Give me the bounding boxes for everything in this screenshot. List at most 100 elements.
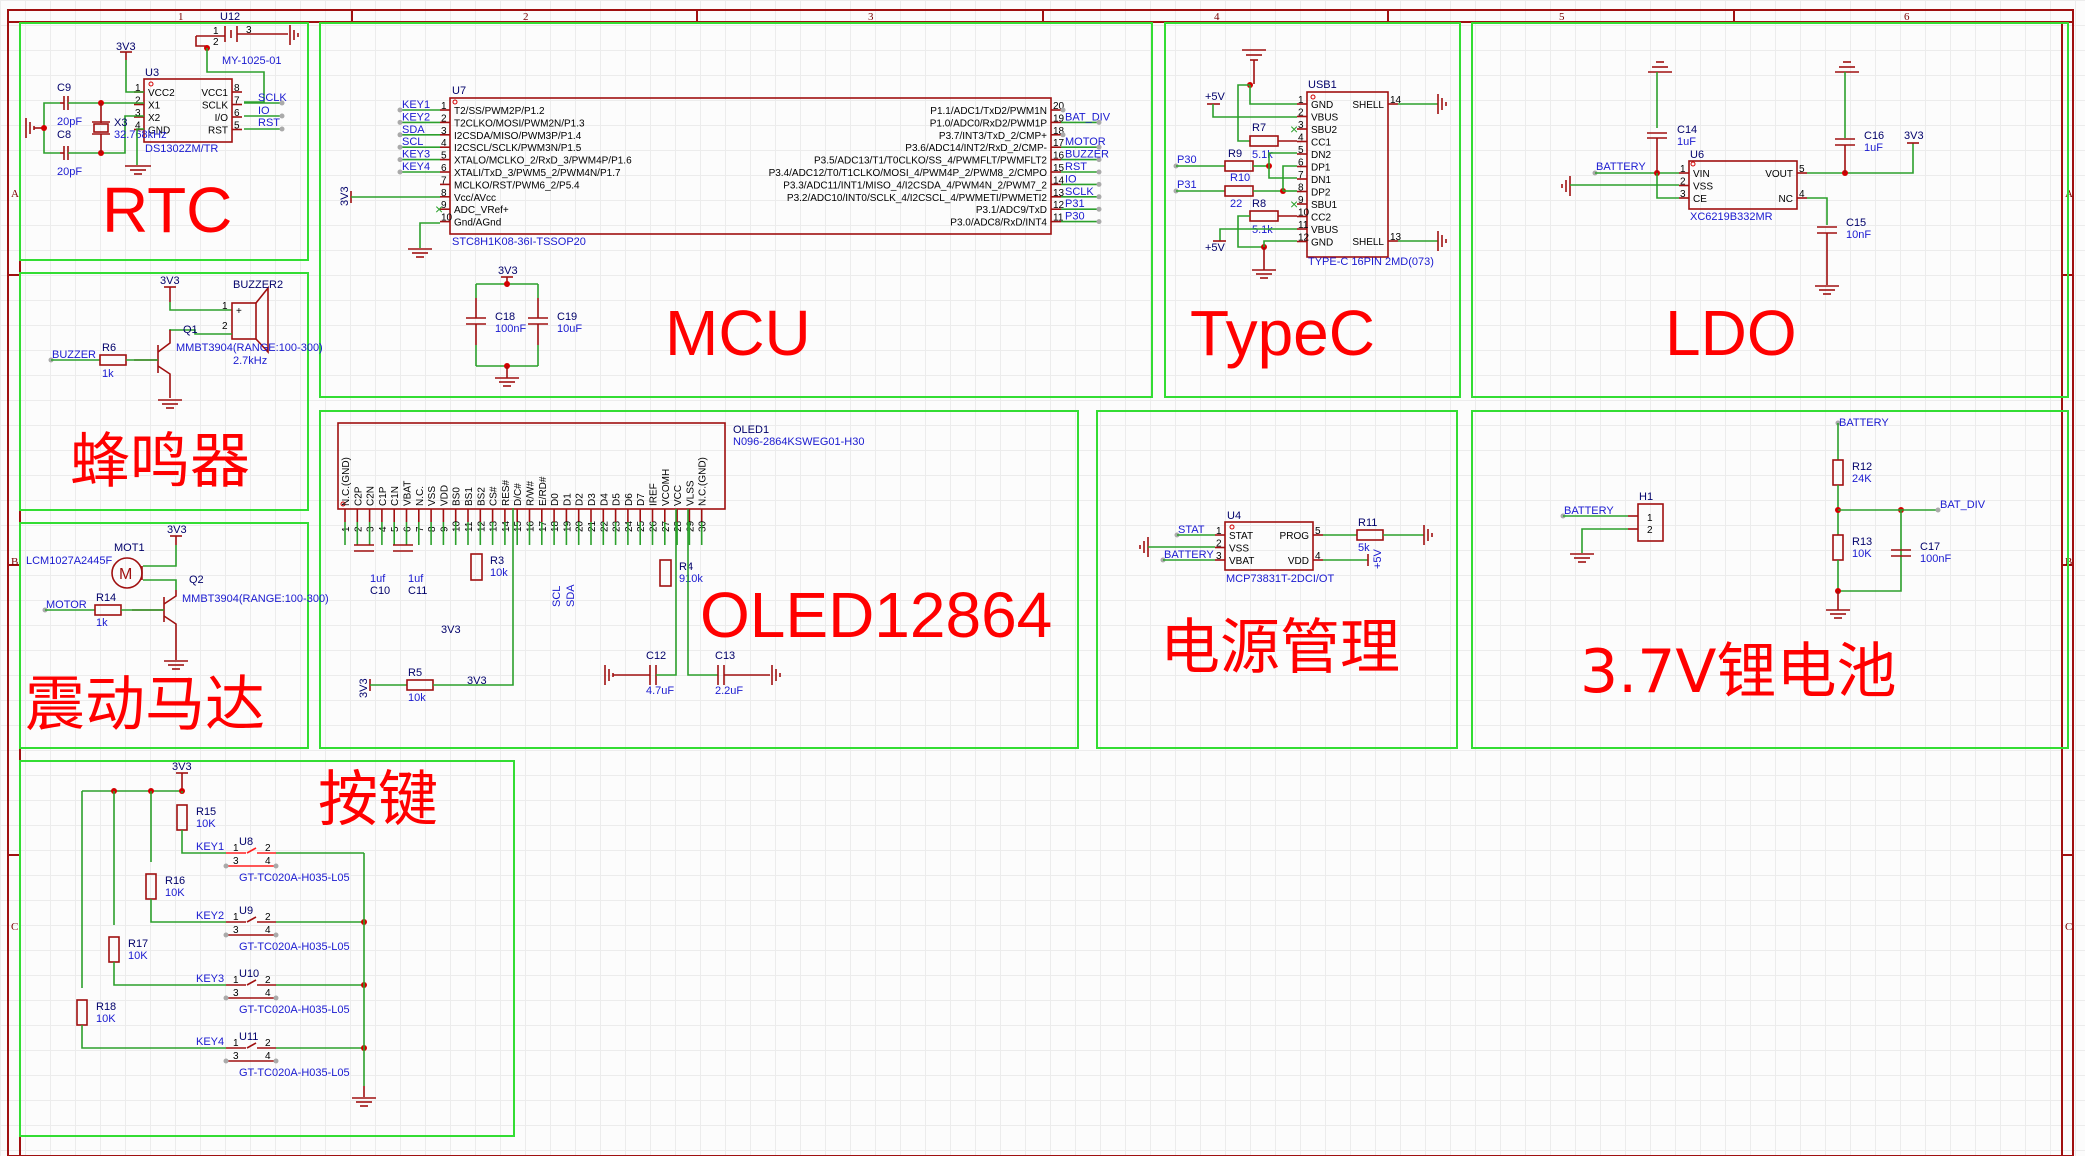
r3-body[interactable] (470, 553, 483, 581)
r6-body[interactable] (99, 354, 127, 366)
pin[interactable]: 13P3.2/ADC10/INT0/SCLK_4/I2CSCL_4/PWMETI… (787, 186, 1102, 204)
oled-pin[interactable]: D/C#15 (513, 483, 524, 545)
oled-pin[interactable]: CS#13 (489, 486, 500, 545)
typec-block[interactable] (1164, 22, 1461, 398)
power-block[interactable] (1096, 410, 1458, 749)
oled-pin[interactable]: RES#14 (501, 479, 512, 545)
oled-pin[interactable]: R/W#16 (526, 481, 537, 545)
r13-body[interactable] (1832, 534, 1844, 561)
buzzer-block[interactable] (19, 272, 309, 511)
mcu-block[interactable] (319, 22, 1153, 398)
oled-pin[interactable]: E/RD#17 (538, 476, 549, 545)
pin[interactable]: 14P3.3/ADC11/INT1/MISO_4/I2CSDA_4/PWM4N_… (783, 173, 1102, 191)
oled-block[interactable] (319, 410, 1079, 749)
pin[interactable]: 4NC (1779, 189, 1807, 205)
r10-body[interactable] (1224, 185, 1254, 197)
u4-body[interactable] (1224, 521, 1314, 571)
pullup-resistor[interactable] (176, 804, 188, 831)
r9-body[interactable] (1224, 160, 1254, 172)
r7-body[interactable] (1249, 135, 1279, 147)
pullup-resistor[interactable] (145, 873, 157, 900)
keys-block[interactable] (19, 760, 515, 1137)
r8-body[interactable] (1249, 210, 1279, 222)
pullup-resistor[interactable] (108, 936, 120, 963)
r14-body[interactable] (94, 604, 122, 616)
rtc-block[interactable] (19, 22, 309, 261)
pullup-resistor[interactable] (76, 999, 88, 1026)
oled-pin[interactable]: N.C.7 (415, 486, 426, 545)
oled-pin[interactable]: N.C.(GND)30 (698, 457, 709, 545)
ldo-block[interactable] (1471, 22, 2069, 398)
oled1-body[interactable] (337, 422, 726, 510)
r5-body[interactable] (406, 679, 434, 691)
r12-body[interactable] (1832, 459, 1844, 486)
usb1-body[interactable] (1306, 91, 1389, 258)
pin[interactable]: 16P3.5/ADC13/T1/T0CLKO/SS_4/PWMFLT/PWMFL… (814, 149, 1109, 167)
r4-body[interactable] (659, 559, 672, 587)
battery-block[interactable] (1471, 410, 2069, 749)
u7-body[interactable] (449, 97, 1052, 235)
buzzer2-body[interactable] (231, 302, 257, 340)
motor-block[interactable] (19, 522, 309, 749)
h1-body[interactable] (1637, 503, 1664, 542)
r11-body[interactable] (1356, 529, 1384, 541)
